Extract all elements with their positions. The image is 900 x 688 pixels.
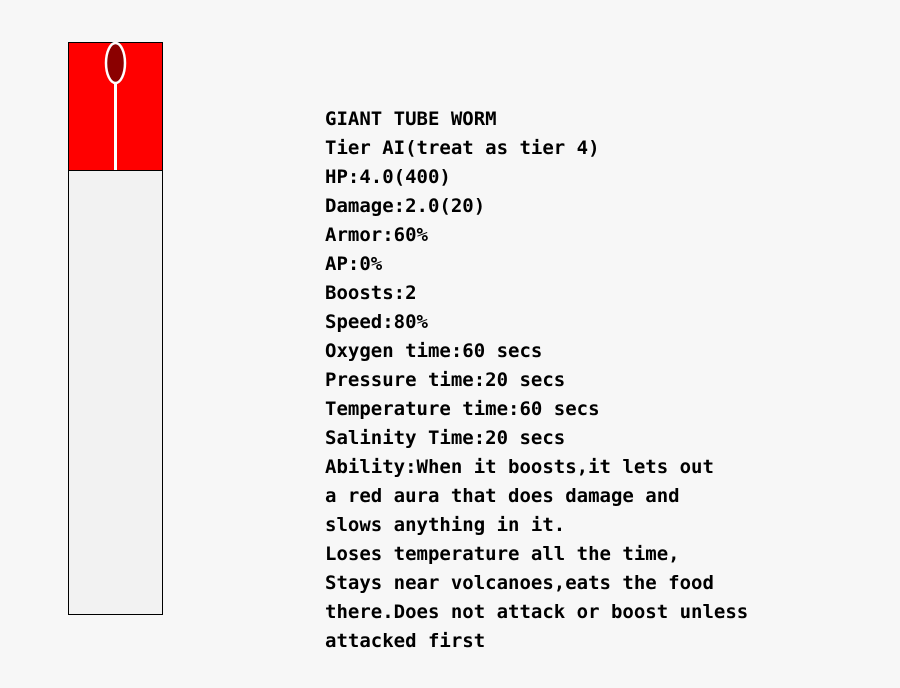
stat-hp: HP:4.0(400) (325, 166, 451, 188)
behavior-text: attacked first (325, 630, 486, 652)
behavior-text: Loses temperature all the time, (325, 543, 680, 565)
stat-speed: Speed:80% (325, 311, 428, 333)
behavior-text: Stays near volcanoes,eats the food (325, 572, 714, 594)
tube-body (68, 169, 163, 615)
creature-name: GIANT TUBE WORM (325, 108, 497, 130)
worm-head (104, 42, 127, 85)
ability-text: slows anything in it. (325, 514, 566, 536)
creature-stats-panel: GIANT TUBE WORM Tier AI(treat as tier 4)… (325, 105, 835, 655)
stat-damage: Damage:2.0(20) (325, 195, 486, 217)
stat-tier: Tier AI(treat as tier 4) (325, 137, 600, 159)
stat-salinity-time: Salinity Time:20 secs (325, 427, 566, 449)
ability-text: Ability:When it boosts,it lets out (325, 456, 714, 478)
stat-temperature-time: Temperature time:60 secs (325, 398, 600, 420)
stat-pressure-time: Pressure time:20 secs (325, 369, 566, 391)
ability-text: a red aura that does damage and (325, 485, 680, 507)
stat-boosts: Boosts:2 (325, 282, 417, 304)
behavior-text: there.Does not attack or boost unless (325, 601, 749, 623)
stat-ap: AP:0% (325, 253, 383, 275)
stat-oxygen-time: Oxygen time:60 secs (325, 340, 543, 362)
stat-armor: Armor:60% (325, 224, 428, 246)
tube-worm-icon (68, 42, 163, 615)
